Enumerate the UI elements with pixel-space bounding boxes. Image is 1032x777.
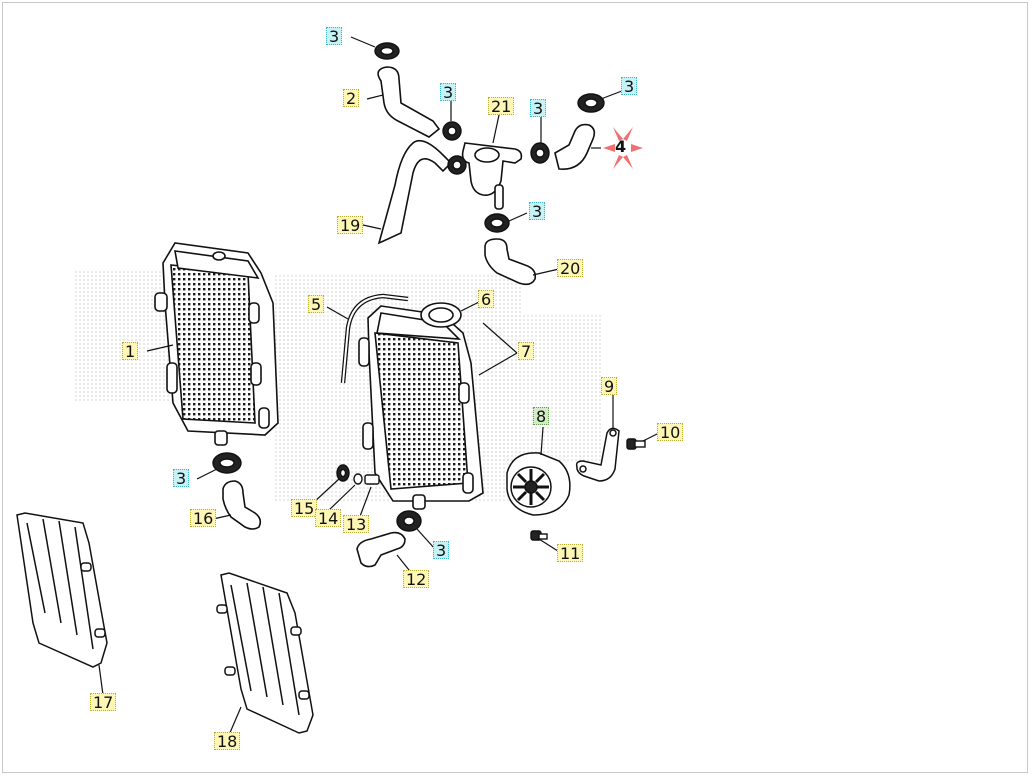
callout-15[interactable]: 15 — [291, 499, 318, 518]
bolts-10-11[interactable] — [530, 438, 646, 541]
callout-5[interactable]: 5 — [308, 295, 325, 314]
hose-16[interactable] — [222, 480, 262, 530]
callout-10[interactable]: 10 — [657, 423, 684, 442]
hose-clamps[interactable] — [212, 42, 605, 532]
callout-3-lower-right[interactable]: 3 — [433, 541, 450, 560]
hose-19[interactable] — [377, 139, 453, 245]
callout-12[interactable]: 12 — [403, 570, 430, 589]
callout-3-middle[interactable]: 3 — [529, 202, 546, 221]
callout-3-upper-mid[interactable]: 3 — [530, 99, 547, 118]
radiator-exploded-diagram — [16, 36, 660, 736]
highlight-marker — [603, 127, 643, 169]
thermostat-housing-21[interactable] — [461, 142, 523, 210]
callout-13[interactable]: 13 — [343, 515, 370, 534]
callout-7[interactable]: 7 — [518, 342, 535, 361]
shroud-18[interactable] — [216, 572, 314, 734]
callout-21[interactable]: 21 — [488, 97, 515, 116]
callout-19[interactable]: 19 — [337, 216, 364, 235]
left-radiator[interactable] — [154, 242, 279, 446]
fan-8[interactable] — [506, 452, 571, 516]
callout-8[interactable]: 8 — [533, 407, 550, 426]
right-radiator[interactable] — [358, 302, 484, 510]
callout-2[interactable]: 2 — [343, 89, 360, 108]
callout-3-lower-left[interactable]: 3 — [173, 469, 190, 488]
callout-9[interactable]: 9 — [601, 377, 618, 396]
fasteners-13-14-15[interactable] — [336, 464, 380, 485]
hose-12[interactable] — [356, 531, 406, 568]
callout-3-top[interactable]: 3 — [326, 27, 343, 46]
callout-17[interactable]: 17 — [90, 693, 117, 712]
callout-1[interactable]: 1 — [122, 342, 139, 361]
callout-20[interactable]: 20 — [557, 259, 584, 278]
callout-3-upper-left[interactable]: 3 — [440, 83, 457, 102]
shroud-17[interactable] — [16, 512, 108, 668]
callout-18[interactable]: 18 — [214, 732, 241, 751]
callout-16[interactable]: 16 — [190, 509, 217, 528]
hose-2[interactable] — [377, 66, 441, 138]
bracket-9[interactable] — [575, 427, 620, 482]
hose-4[interactable] — [554, 123, 596, 170]
callout-3-upper-right[interactable]: 3 — [621, 77, 638, 96]
callout-6[interactable]: 6 — [478, 290, 495, 309]
callout-14[interactable]: 14 — [315, 509, 342, 528]
hose-20[interactable] — [484, 238, 537, 286]
callout-11[interactable]: 11 — [557, 544, 584, 563]
callout-4[interactable]: 4 — [615, 137, 627, 156]
leader-lines — [98, 36, 660, 736]
